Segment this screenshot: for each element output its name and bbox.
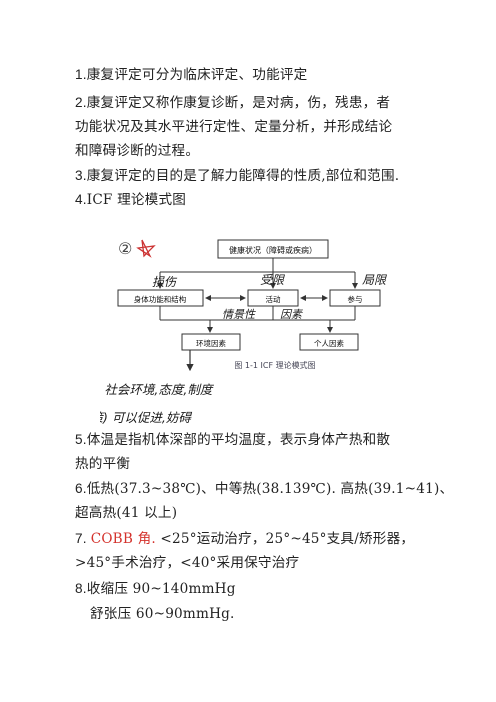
hw-note-line-1: (物理，社会环境,态度,制度: [100, 382, 215, 397]
environment-label: 环境因素: [196, 338, 226, 348]
environment-box: [181, 333, 241, 351]
item-6: 6.低热(37.3~38℃)、中等热(38.139℃). 高热(39.1~41)…: [75, 479, 453, 499]
item-number: 5.: [75, 432, 87, 447]
item-number: 3.: [75, 168, 87, 183]
icf-diagram: ② 健康状况（障碍或疾病） 身体功能和结构 活动 参与 环境因素 个人因素: [62, 239, 387, 425]
item-2: 2.康复评定又称作康复诊断，是对病，伤，残患，者: [75, 93, 390, 113]
item-text: ICF 理论模式图: [86, 192, 187, 208]
body-function-label: 身体功能和结构: [134, 294, 187, 304]
personal-label: 个人因素: [314, 338, 344, 348]
item-number: 2.: [75, 95, 87, 110]
item-1: 1.康复评定可分为临床评定、功能评定: [75, 65, 307, 85]
corner-circle-mark: ②: [118, 239, 132, 258]
health-condition-label: 健康状况（障碍或疾病）: [229, 245, 317, 255]
item-text: 康复评定的目的是了解力能障得的性质,部位和范围.: [86, 168, 400, 184]
star-mark-icon: [136, 239, 156, 258]
item-number: 8.: [75, 581, 87, 596]
item-text: 热的平衡: [75, 456, 131, 472]
item-5: 5.体温是指机体深部的平均温度，表示身体产热和散: [75, 430, 390, 450]
item-text: 舒张压 60~90mmHg.: [90, 606, 235, 622]
personal-box: [299, 333, 359, 351]
item-8-cont: 舒张压 60~90mmHg.: [90, 604, 235, 624]
item-2-cont-1: 功能状况及其水平进行定性、定量分析，并形成结论: [75, 117, 392, 137]
item-7-cont: >45°手术治疗，<40°采用保守治疗: [75, 553, 299, 573]
hw-annotation-participation: 局限: [362, 273, 387, 287]
item-4: 4.ICF 理论模式图: [75, 190, 186, 210]
activity-label: 活动: [266, 294, 281, 304]
figure-caption: 图 1-1 ICF 理论模式图: [234, 360, 315, 370]
item-8: 8.收缩压 90~140mmHg: [75, 579, 236, 599]
item-7: 7. COBB 角. <25°运动治疗，25°~45°支具/矫形器，: [75, 529, 414, 549]
item-text: 功能状况及其水平进行定性、定量分析，并形成结论: [75, 119, 393, 135]
icf-model-figure: ② 健康状况（障碍或疾病） 身体功能和结构 活动 参与 环境因素 个人因素: [62, 232, 400, 432]
item-text: <25°运动治疗，25°~45°支具/矫形器，: [155, 531, 415, 547]
hw-annotation-context: 情景性: [222, 308, 256, 321]
hw-note-line-2: 政策) 可以促进,妨碍: [100, 410, 192, 425]
item-number: 6.: [75, 481, 87, 496]
item-number: 7.: [75, 531, 91, 546]
item-number: 4.: [75, 192, 87, 207]
hw-annotation-factors: 因素: [280, 308, 304, 321]
item-text: >45°手术治疗，<40°采用保守治疗: [75, 555, 300, 571]
item-text: 收缩压 90~140mmHg: [86, 581, 236, 597]
item-number: 1.: [75, 67, 87, 82]
participation-label: 参与: [348, 294, 363, 304]
item-text: 超高热(41 以上): [75, 505, 178, 521]
hw-annotation-body: 损伤: [152, 275, 178, 289]
item-text: 康复评定又称作康复诊断，是对病，伤，残患，者: [86, 95, 391, 111]
cobb-angle-highlight: COBB 角.: [90, 531, 156, 547]
item-text: 体温是指机体深部的平均温度，表示身体产热和散: [86, 432, 391, 448]
item-2-cont-2: 和障碍诊断的过程。: [75, 141, 199, 161]
item-text: 低热(37.3~38℃)、中等热(38.139℃). 高热(39.1~41)、: [86, 481, 454, 497]
item-5-cont: 热的平衡: [75, 454, 130, 474]
hw-annotation-activity: 受限: [260, 273, 285, 287]
item-text: 康复评定可分为临床评定、功能评定: [86, 67, 308, 83]
item-3: 3.康复评定的目的是了解力能障得的性质,部位和范围.: [75, 166, 399, 186]
item-text: 和障碍诊断的过程。: [75, 143, 200, 159]
item-6-cont: 超高热(41 以上): [75, 503, 177, 523]
